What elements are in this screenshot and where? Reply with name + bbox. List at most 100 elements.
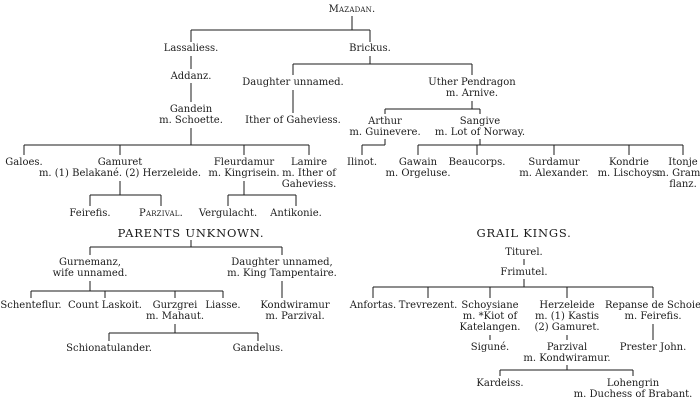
name-line: Anfortas. xyxy=(349,300,397,311)
person-prester-john: Prester John. xyxy=(620,342,687,353)
name-line: Feirefis. xyxy=(69,208,111,219)
name-line: Herzeleide xyxy=(539,300,595,311)
name-line: wife unnamed. xyxy=(52,268,128,279)
name-line: Fleurdamur xyxy=(213,157,275,168)
person-addanz: Addanz. xyxy=(171,71,212,82)
person-daughter-unnamed-2: Daughter unnamed,m. King Tampentaire. xyxy=(227,257,337,279)
name-line: m. Orgeluse. xyxy=(385,168,451,179)
name-line: m. Lischoys. xyxy=(597,168,661,179)
name-line: Gandelus. xyxy=(232,343,284,354)
name-line: m. Guinevere. xyxy=(349,127,421,138)
name-line: Titurel. xyxy=(505,247,543,258)
name-line: Count Laskoit. xyxy=(68,300,142,311)
name-line: Liasse. xyxy=(205,300,241,311)
name-line: m. Duchess of Brabant. xyxy=(573,389,693,400)
name-line: Ilinot. xyxy=(346,157,378,168)
name-line: Gawain xyxy=(398,157,438,168)
name-line: Frimutel. xyxy=(500,267,548,278)
person-vergulacht: Vergulacht. xyxy=(199,208,257,219)
name-line: Gandein xyxy=(169,104,213,115)
person-daughter-unnamed-1: Daughter unnamed. xyxy=(242,77,343,88)
name-line: Siguné. xyxy=(470,342,510,353)
name-line: m. *Kiot of xyxy=(462,311,518,322)
name-line: Gurnemanz, xyxy=(59,257,121,268)
person-brickus: Brickus. xyxy=(349,43,391,54)
name-line: m. Kingrisein. xyxy=(208,168,280,179)
name-line: Surdamur xyxy=(528,157,580,168)
name-line: m. Ither of xyxy=(282,168,336,179)
name-line: Trevrezent. xyxy=(398,300,458,311)
name-line: Parzival. xyxy=(139,208,183,219)
name-line: Brickus. xyxy=(349,43,391,54)
name-line: m. Feirefis. xyxy=(624,311,682,322)
name-line: m. (1) Kastis xyxy=(534,311,600,322)
name-line: Antikonie. xyxy=(270,208,322,219)
name-line: Uther Pendragon xyxy=(428,77,516,88)
name-line: m. (1) Belakané. (2) Herzeleide. xyxy=(38,168,202,179)
name-line: Kardeiss. xyxy=(476,378,524,389)
person-schionatulander: Schionatulander. xyxy=(66,343,152,354)
heading-parents-unknown: PARENTS UNKNOWN. xyxy=(117,226,265,240)
name-line: Addanz. xyxy=(170,71,212,82)
name-line: Beaucorps. xyxy=(448,157,506,168)
person-antikonie: Antikonie. xyxy=(270,208,322,219)
name-line: Mazadan. xyxy=(328,4,376,15)
person-ither: Ither of Gaheviess. xyxy=(245,115,341,126)
name-line: Lassaliess. xyxy=(163,43,219,54)
name-line: Schenteflur. xyxy=(0,300,62,311)
name-line: Gaheviess. xyxy=(281,179,337,190)
name-line: Kondrie xyxy=(609,157,649,168)
name-line: m. Schoette. xyxy=(159,115,223,126)
person-galoes: Galoes. xyxy=(5,157,42,168)
person-trevrezent: Trevrezent. xyxy=(399,300,458,311)
name-line: m. King Tampentaire. xyxy=(227,268,337,279)
name-line: Lamire xyxy=(291,157,327,168)
name-line: Vergulacht. xyxy=(198,208,258,219)
name-line: m. Lot of Norway. xyxy=(434,127,526,138)
name-line: Lohengrin xyxy=(606,378,660,389)
person-gandelus: Gandelus. xyxy=(233,343,284,354)
name-line: Sangive xyxy=(459,116,501,127)
person-liasse: Liasse. xyxy=(205,300,240,311)
name-line: flanz. xyxy=(669,179,697,190)
person-anfortas: Anfortas. xyxy=(350,300,396,311)
name-line: Gamuret xyxy=(97,157,143,168)
person-laskoit: Count Laskoit. xyxy=(68,300,142,311)
name-line: Prester John. xyxy=(619,342,687,353)
name-line: Ither of Gaheviess. xyxy=(245,115,341,126)
person-mazadan: Mazadan. xyxy=(329,4,376,15)
name-line: Daughter unnamed, xyxy=(231,257,333,268)
name-line: Parzival xyxy=(546,342,588,353)
name-line: Schoysiane xyxy=(461,300,519,311)
name-line: m. Arnive. xyxy=(445,88,499,99)
person-kardeiss: Kardeiss. xyxy=(476,378,523,389)
name-line: m. Alexander. xyxy=(519,168,589,179)
name-line: m. Kondwiramur. xyxy=(523,353,611,364)
name-line: Arthur xyxy=(368,116,402,127)
name-line: Itonje xyxy=(668,157,698,168)
person-frimutel: Frimutel. xyxy=(500,267,547,278)
name-line: m. Parzival. xyxy=(265,311,325,322)
name-line: Katelangen. xyxy=(459,322,521,333)
person-feirefis: Feirefis. xyxy=(69,208,110,219)
person-parzival-1: Parzival. xyxy=(139,208,183,219)
heading-grail-kings: GRAIL KINGS. xyxy=(476,226,572,240)
